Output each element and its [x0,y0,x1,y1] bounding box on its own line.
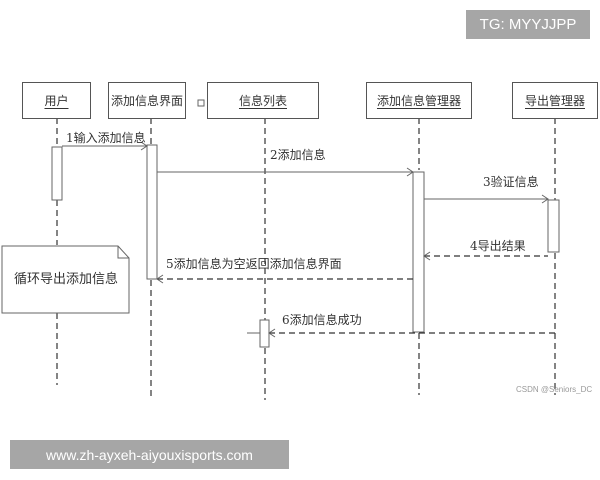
watermark-top: TG: MYYJJPP [466,10,590,39]
message-label: 1输入添加信息 [66,131,146,145]
message-label: 4导出结果 [470,239,526,253]
message-label: 5添加信息为空返回添加信息界面 [166,257,342,271]
message-label: 2添加信息 [270,148,326,162]
lifeline-label: 用户 [44,94,69,108]
lifeline-label: 信息列表 [238,94,287,108]
lifeline-add-ui: 添加信息界面 [108,82,186,119]
lifeline-label: 导出管理器 [524,94,585,108]
lifeline-label: 添加信息管理器 [376,94,461,108]
lifeline-export-manager: 导出管理器 [512,82,598,119]
lifeline-info-list: 信息列表 [207,82,319,119]
lifeline-user: 用户 [22,82,91,119]
message-label: 3验证信息 [483,175,539,189]
lifeline-label: 添加信息界面 [110,94,183,108]
note-text: 循环导出添加信息 [14,272,119,287]
lifeline-info-manager: 添加信息管理器 [366,82,472,119]
credit-text: CSDN @Seniors_DC [516,385,593,394]
message-label: 6添加信息成功 [282,313,362,327]
watermark-bottom: www.zh-ayxeh-aiyouxisports.com [10,440,289,469]
